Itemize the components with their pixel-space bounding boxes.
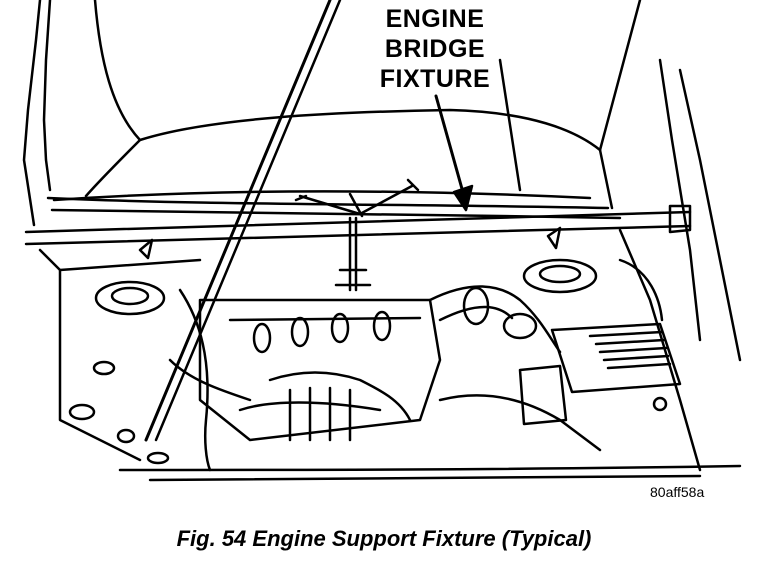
callout-line-3: FIXTURE bbox=[379, 65, 491, 93]
callout-line-2: BRIDGE bbox=[384, 35, 486, 63]
air-intake-and-hoses bbox=[168, 258, 682, 472]
figure-caption: Fig. 54 Engine Support Fixture (Typical) bbox=[176, 526, 592, 551]
line-drawing bbox=[22, 0, 742, 482]
reference-code: 80aff58a bbox=[650, 484, 705, 500]
front-bumper-edge bbox=[118, 464, 742, 482]
fenders bbox=[38, 228, 702, 472]
arrow-pointer-icon bbox=[434, 94, 474, 212]
callout-line-1: ENGINE bbox=[385, 5, 485, 33]
hood bbox=[22, 0, 742, 362]
engine-bridge-fixture bbox=[24, 178, 692, 292]
hood-prop-rod bbox=[144, 0, 342, 442]
callout-label: ENGINE BRIDGE FIXTURE bbox=[360, 4, 510, 94]
engine-block bbox=[198, 298, 442, 442]
